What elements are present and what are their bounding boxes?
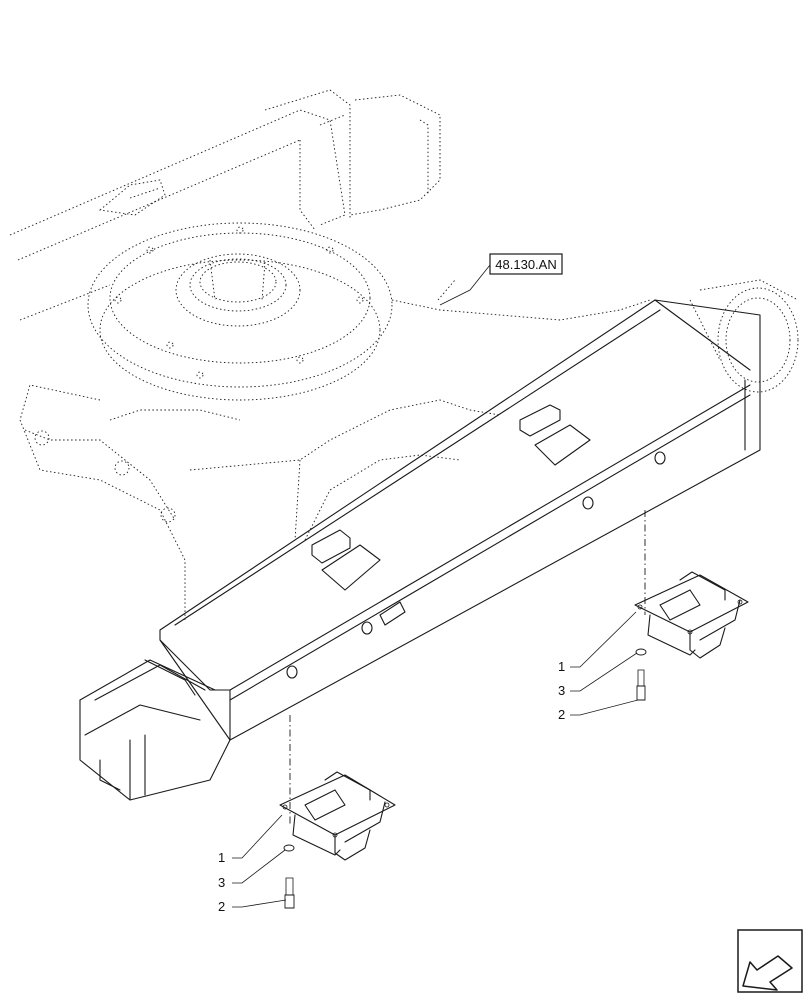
washer-left: [283, 844, 295, 852]
callout-label: 3: [218, 875, 225, 890]
callouts-right: 1 3 2: [558, 611, 639, 722]
callouts-left: 1 3 2: [218, 814, 287, 914]
callout-label: 2: [558, 707, 565, 722]
upper-frame-outline: [9, 89, 441, 321]
callout-label: 1: [558, 659, 565, 674]
callout-label: 1: [218, 850, 225, 865]
sprocket-housing: [689, 279, 799, 393]
reference-callout: 48.130.AN: [439, 253, 563, 306]
track-frame: [79, 299, 761, 801]
track-guide-right: [634, 571, 749, 701]
reference-box: [489, 253, 563, 275]
bolt-left: [284, 894, 295, 909]
reference-label: 48.130.AN: [495, 257, 556, 272]
carbody-frame: [19, 279, 651, 620]
turntable-ring: [87, 222, 393, 401]
bolt-right: [636, 685, 646, 701]
track-guide-left: [279, 771, 396, 909]
callout-label: 2: [218, 899, 225, 914]
view-arrow-icon[interactable]: [737, 929, 803, 993]
callout-label: 3: [558, 683, 565, 698]
washer-right: [635, 648, 647, 656]
